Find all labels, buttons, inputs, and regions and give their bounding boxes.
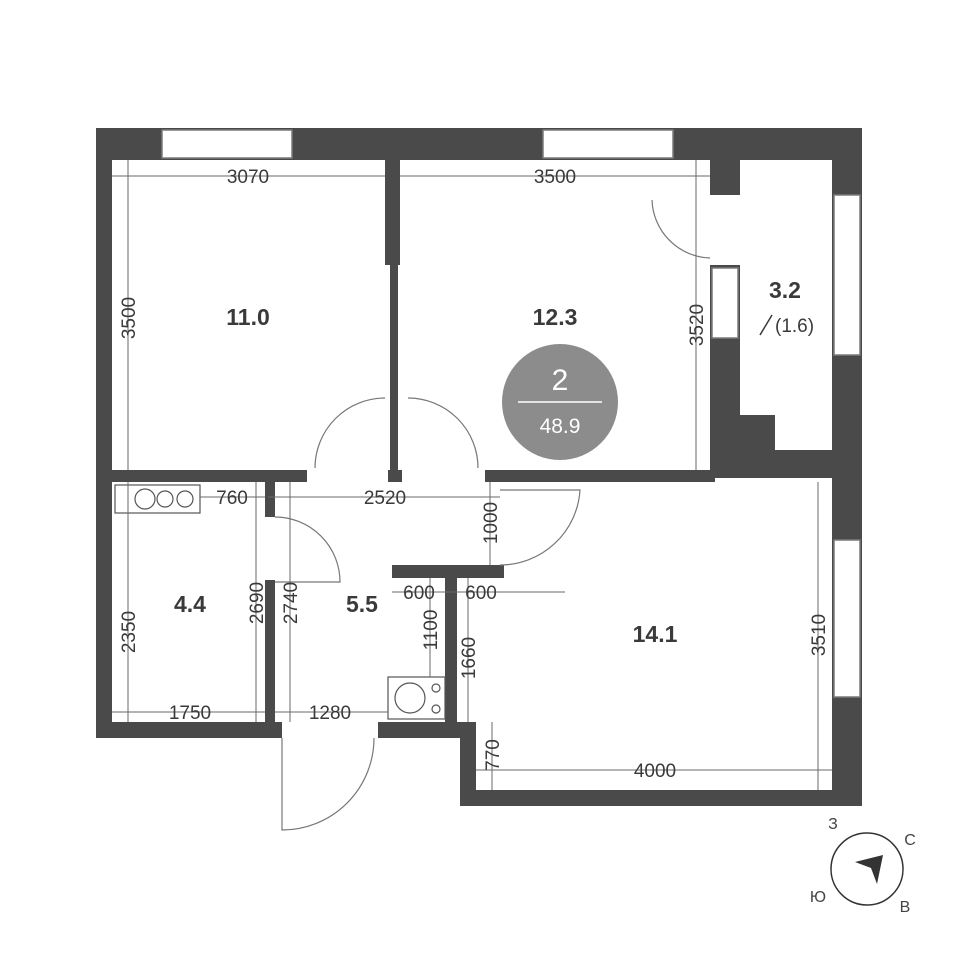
dim-1000: 1000 (481, 502, 502, 544)
dim-760: 760 (216, 488, 248, 509)
north-arrow-icon (855, 855, 883, 884)
dim-2350: 2350 (119, 611, 140, 653)
dim-1100: 1100 (421, 610, 442, 651)
dim-600-right: 600 (465, 583, 497, 604)
fixtures (114, 484, 446, 720)
area-balcony-reduced: (1.6) (775, 316, 814, 337)
compass-south: Ю (810, 889, 826, 906)
dim-1280: 1280 (309, 703, 351, 724)
dim-3500-h: 3500 (534, 167, 576, 188)
dim-1660: 1660 (459, 637, 480, 679)
compass-east: В (900, 899, 911, 916)
dim-3520: 3520 (687, 304, 708, 346)
area-kitchen: 14.1 (633, 621, 678, 647)
compass-west: З (828, 816, 838, 833)
dim-3500-v: 3500 (119, 297, 140, 339)
compass-circle (830, 832, 904, 906)
dim-2690: 2690 (247, 582, 268, 624)
doors (274, 199, 711, 831)
area-bathroom: 4.4 (174, 591, 206, 617)
windows (161, 129, 861, 698)
dim-1750: 1750 (169, 703, 211, 724)
area-bedroom-1: 11.0 (226, 304, 270, 330)
dimension-labels: 3070 3500 3500 3520 760 2520 1000 600 60… (119, 167, 830, 782)
dim-2520: 2520 (364, 488, 406, 509)
compass: З С Ю В (810, 816, 916, 916)
area-balcony: 3.2 (769, 277, 801, 303)
dim-3070: 3070 (227, 167, 269, 188)
area-hall: 5.5 (346, 591, 378, 617)
dim-2740: 2740 (281, 582, 302, 624)
total-area: 48.9 (540, 415, 581, 438)
balcony-slash (759, 314, 773, 336)
area-bedroom-2: 12.3 (533, 304, 578, 330)
dimension-lines (112, 160, 832, 790)
room-count: 2 (552, 364, 569, 397)
dim-3510: 3510 (809, 614, 830, 656)
dim-4000: 4000 (634, 761, 676, 782)
dim-770: 770 (483, 739, 504, 771)
dim-600-left: 600 (403, 583, 435, 604)
room-areas: 11.0 12.3 3.2 (1.6) 14.1 4.4 5.5 (174, 277, 814, 647)
summary-badge: 2 48.9 (502, 344, 618, 460)
compass-north: С (904, 832, 916, 849)
